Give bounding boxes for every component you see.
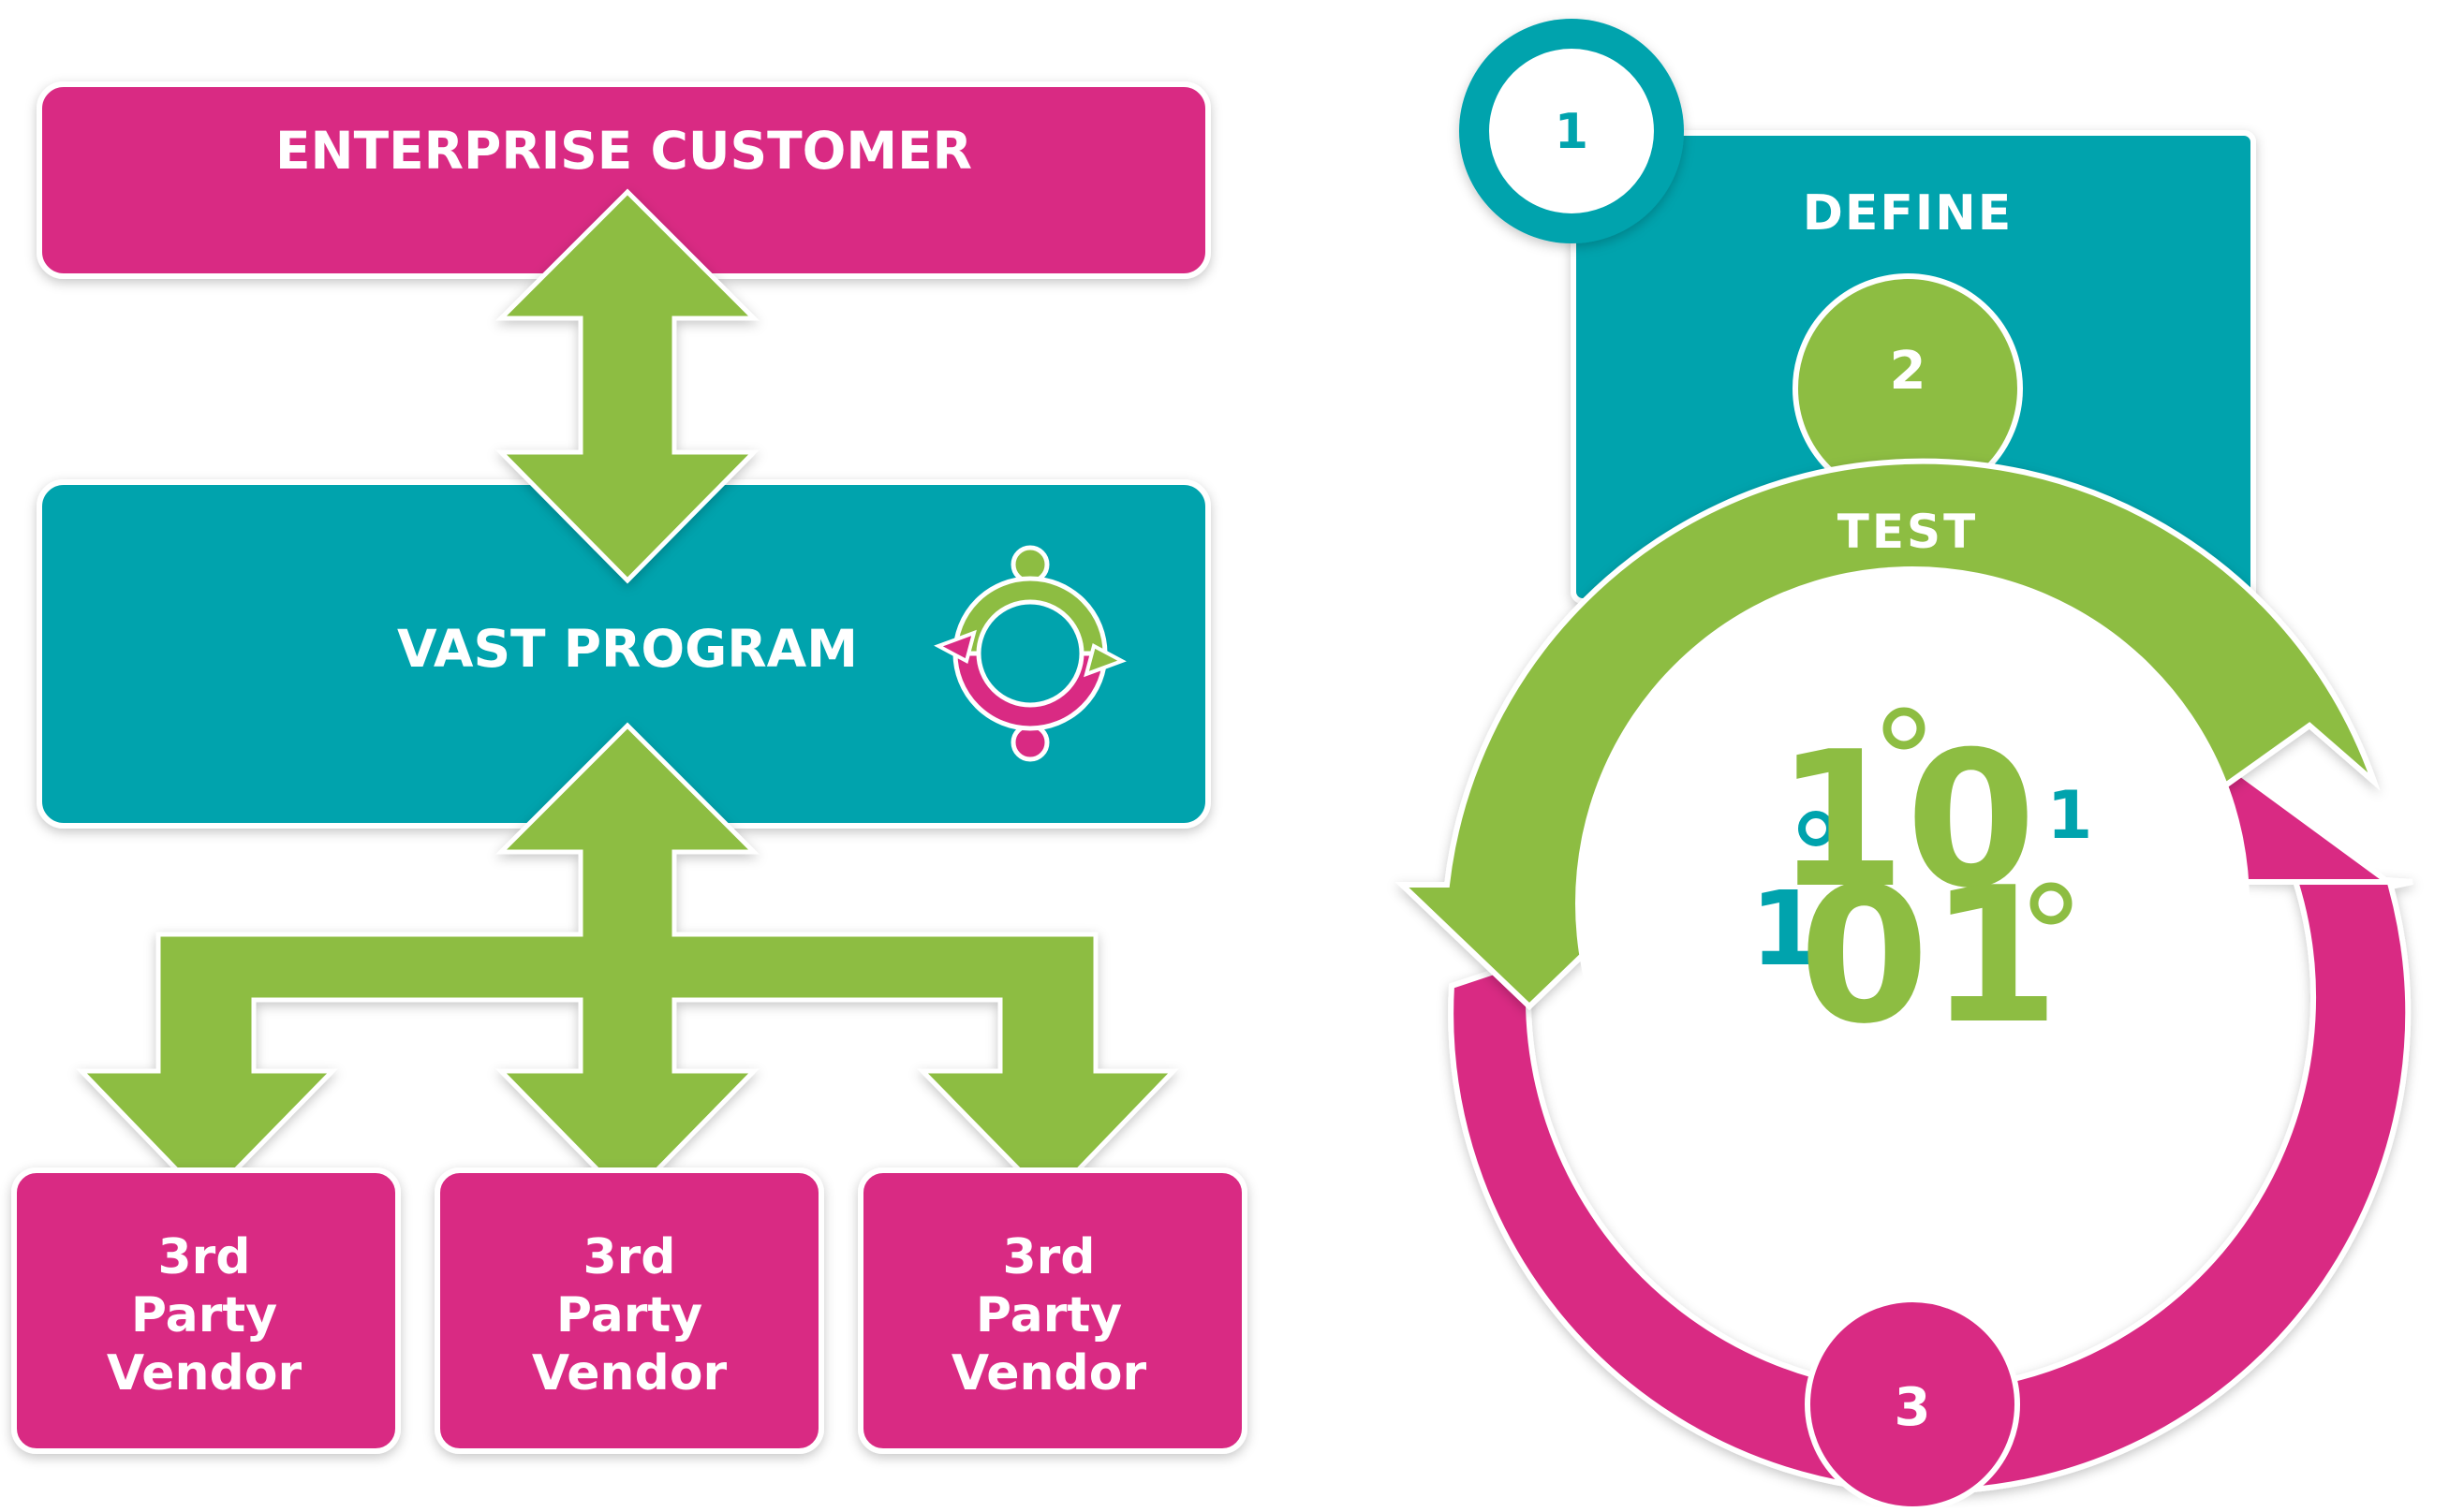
vendor-2-line-3: Vendor [532, 1345, 728, 1402]
vast-program-label: VAST PROGRAM [397, 619, 858, 679]
step-test: 2 TEST [1394, 273, 2381, 1011]
vendor-3-line-1: 3rd [1002, 1229, 1095, 1285]
binary-glyph-1-left: 1 [1750, 869, 1822, 989]
vendor-1-line-2: Party [131, 1287, 277, 1343]
right-cycle-diagram: 1 DEFINE 3 COMPLY 2 TEST 10 1 1 [1394, 19, 2413, 1512]
step-3-number: 3 [1895, 1377, 1931, 1438]
vendor-box-3: 3rd Party Vendor [858, 1167, 1247, 1454]
vendor-1-line-1: 3rd [157, 1229, 250, 1285]
binary-glyph-1-small: 1 [2047, 777, 2093, 854]
vendor-3-line-3: Vendor [952, 1345, 1147, 1402]
binary-digits-icon: 10 1 1 01 [1750, 707, 2093, 1065]
cycle-icon [934, 545, 1127, 762]
step-2-label: TEST [1837, 505, 1978, 559]
vendor-box-2: 3rd Party Vendor [435, 1167, 824, 1454]
double-arrow-connector [494, 188, 760, 584]
vendor-2-line-2: Party [556, 1287, 702, 1343]
left-org-diagram: ENTERPRISE CUSTOMER VAST PROGRAM 3rd Par… [11, 81, 1247, 1454]
binary-glyph-01: 01 [1799, 847, 2059, 1065]
step-3-label: COMPLY [1798, 1240, 2027, 1294]
enterprise-customer-box: ENTERPRISE CUSTOMER [37, 81, 1211, 279]
vendor-3-line-2: Party [976, 1287, 1122, 1343]
vendor-2-line-1: 3rd [583, 1229, 675, 1285]
step-1-label: DEFINE [1803, 185, 2014, 242]
vendor-box-1: 3rd Party Vendor [11, 1167, 401, 1454]
step-2-number: 2 [1890, 341, 1926, 402]
step-1-number: 1 [1555, 104, 1588, 160]
enterprise-customer-label: ENTERPRISE CUSTOMER [275, 121, 972, 181]
vendor-1-line-3: Vendor [107, 1345, 302, 1402]
binary-glyph-10: 10 [1776, 712, 2036, 930]
center-circle [1575, 566, 2250, 1240]
